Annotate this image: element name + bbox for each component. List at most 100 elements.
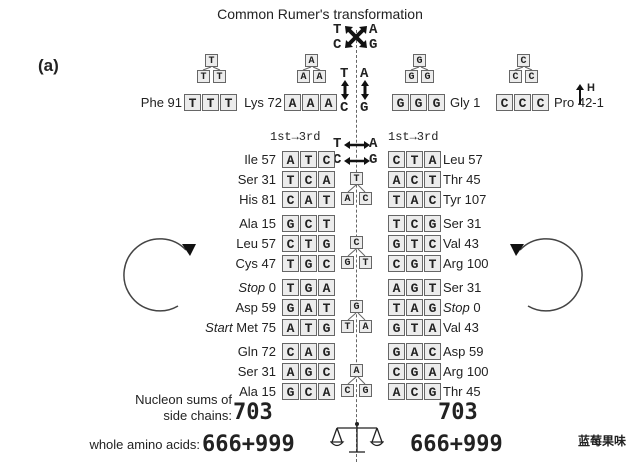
nucleotide-box: G <box>410 94 427 112</box>
left-amino-label: Cys 47 <box>235 256 276 271</box>
nucleotide-box: A <box>406 343 423 361</box>
nucleotide-box: C <box>496 94 513 112</box>
right-amino-label: Leu 57 <box>443 152 483 167</box>
nucleotide-box: C <box>388 255 405 273</box>
nucleotide-box: A <box>318 279 335 297</box>
tree-node: A <box>341 192 354 205</box>
nucleotide-box: T <box>202 94 219 112</box>
nucleotide-box: A <box>424 319 441 337</box>
right-amino-label: Asp 59 <box>443 344 484 359</box>
nucleotide-box: A <box>300 299 317 317</box>
nucleotide-box: A <box>302 94 319 112</box>
tree-node: G <box>413 54 426 67</box>
nucleotide-box: T <box>424 171 441 189</box>
whole-label: whole amino acids: <box>89 437 200 452</box>
nucleotide-box: C <box>300 215 317 233</box>
vx-g: G <box>360 100 369 116</box>
right-amino-label: Thr 45 <box>443 384 481 399</box>
nucleotide-box: G <box>392 94 409 112</box>
nucleotide-box: G <box>282 383 299 401</box>
nucleotide-box: C <box>282 235 299 253</box>
right-amino-label: Ser 31 <box>443 280 482 295</box>
nucleotide-box: T <box>406 235 423 253</box>
left-amino-label: Gln 72 <box>237 344 276 359</box>
tree-node: C <box>359 192 372 205</box>
left-amino-label: Ala 15 <box>239 384 276 399</box>
tree-lines <box>347 376 366 385</box>
circular-arrow-left-icon <box>123 238 196 312</box>
nucleotide-box: G <box>300 279 317 297</box>
tree-node: A <box>350 364 363 377</box>
nucleotide-box: A <box>406 191 423 209</box>
tree-lines <box>410 66 429 71</box>
left-amino-label: Stop 0 <box>150 278 276 297</box>
left-amino-label: His 81 <box>239 192 276 207</box>
nucleotide-box: C <box>532 94 549 112</box>
nucleotide-box: G <box>282 215 299 233</box>
tree-node: C <box>525 70 538 83</box>
top-cross: T A C G <box>333 22 381 54</box>
nucleotide-box: A <box>388 383 405 401</box>
right-amino-label: Stop 0 <box>443 298 481 317</box>
nucleotide-box: T <box>318 299 335 317</box>
left-amino-label: Ala 15 <box>239 216 276 231</box>
nucleotide-box: T <box>282 279 299 297</box>
tree-lines <box>202 66 221 71</box>
nucleotide-box: T <box>220 94 237 112</box>
nucleotide-box: A <box>388 171 405 189</box>
vx-c: C <box>340 100 349 116</box>
amino-acid-label: Lys 72 <box>244 95 282 110</box>
tree-node: C <box>517 54 530 67</box>
nucleotide-box: A <box>424 151 441 169</box>
nucleotide-box: C <box>406 383 423 401</box>
circular-arrow-right-icon <box>510 238 583 312</box>
nucleotide-box: A <box>320 94 337 112</box>
tree-node: C <box>350 236 363 249</box>
left-side-sum: 703 <box>233 400 273 425</box>
tree-lines <box>302 66 321 71</box>
nucleotide-box: C <box>318 151 335 169</box>
nucleotide-box: A <box>318 383 335 401</box>
tree-node: T <box>205 54 218 67</box>
tree-node: G <box>350 300 363 313</box>
nucleotide-box: C <box>318 363 335 381</box>
nucleotide-box: G <box>424 299 441 317</box>
nucleotide-box: T <box>388 215 405 233</box>
sum-label-2: side chains: <box>163 408 232 423</box>
nucleotide-box: T <box>406 319 423 337</box>
nucleotide-box: T <box>424 255 441 273</box>
nucleotide-box: G <box>406 363 423 381</box>
right-amino-label: Val 43 <box>443 236 479 251</box>
nucleotide-box: T <box>424 279 441 297</box>
tree-node: C <box>509 70 522 83</box>
nucleotide-box: G <box>388 319 405 337</box>
nucleotide-box: G <box>300 363 317 381</box>
nucleotide-box: T <box>300 235 317 253</box>
left-label-italic: Start <box>205 320 233 335</box>
nucleotide-box: G <box>282 299 299 317</box>
nucleotide-box: C <box>406 171 423 189</box>
nucleotide-box: T <box>388 191 405 209</box>
tree-node: A <box>359 320 372 333</box>
nucleotide-box: A <box>284 94 301 112</box>
nucleotide-box: A <box>300 343 317 361</box>
